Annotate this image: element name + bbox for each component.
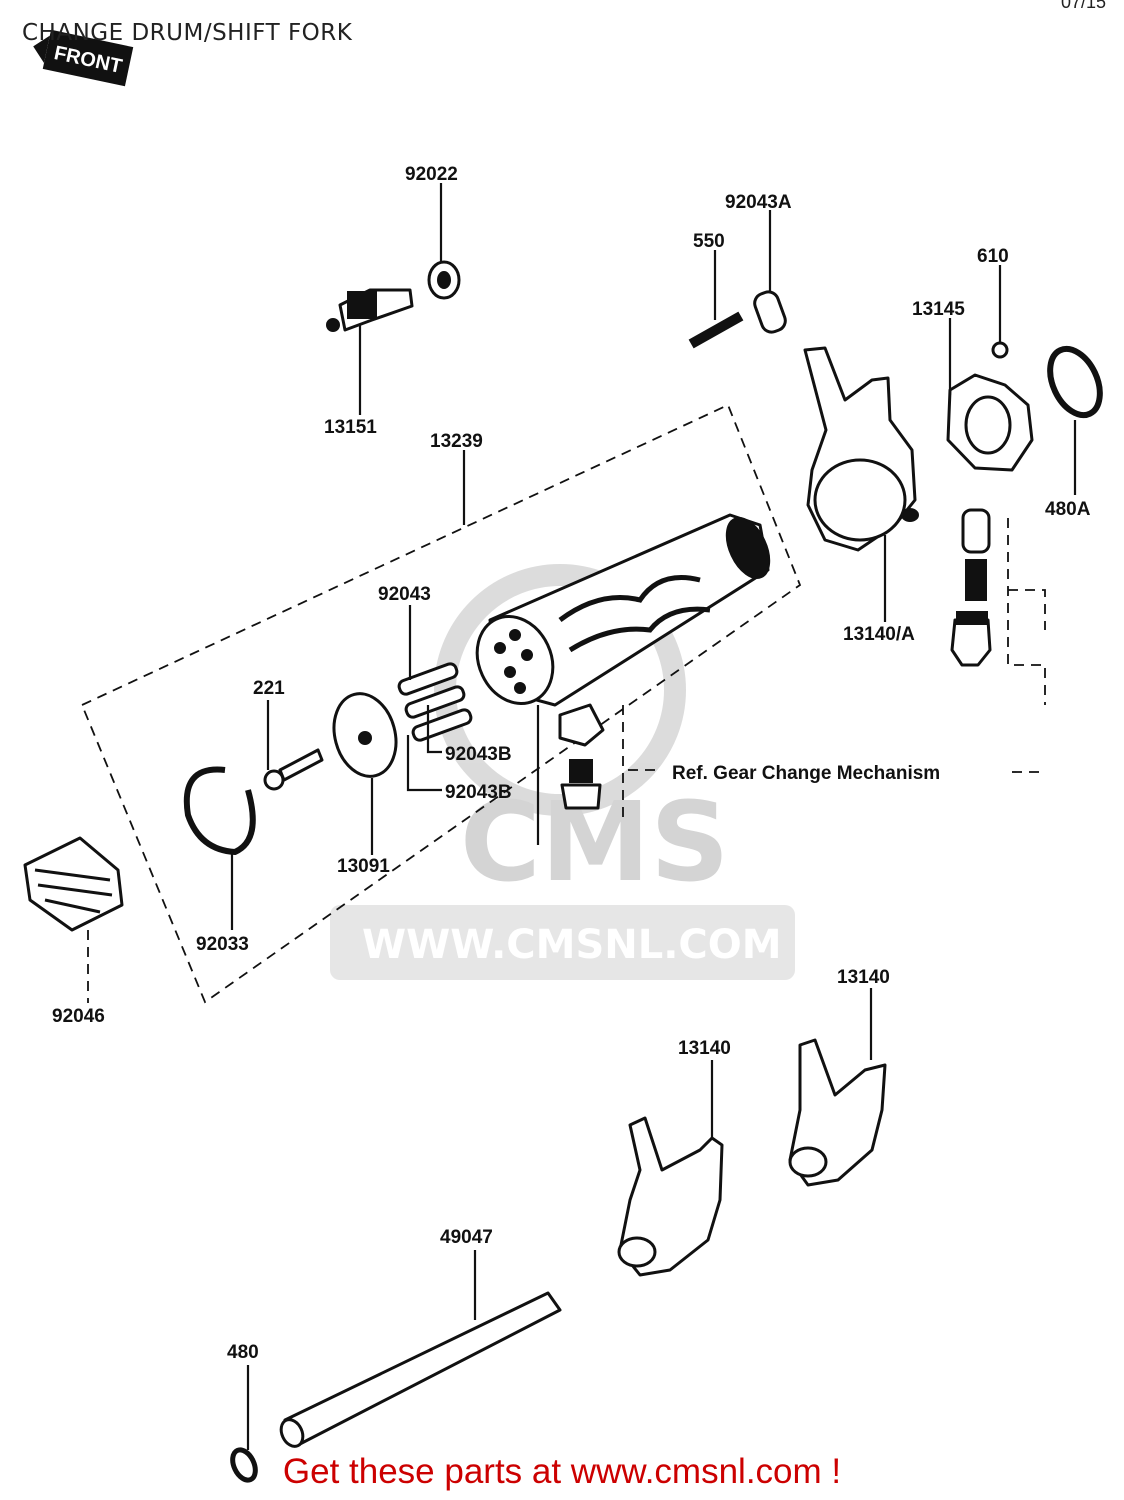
label-92043B-2: 92043B bbox=[445, 782, 512, 803]
ref-bracket-right bbox=[1007, 518, 1046, 705]
label-13145: 13145 bbox=[912, 299, 965, 320]
detent-cam bbox=[558, 703, 605, 747]
part-labels: 92022 13151 13239 92043A 550 610 13145 4… bbox=[52, 164, 1091, 1363]
page-title: CHANGE DRUM/SHIFT FORK bbox=[22, 20, 353, 46]
label-92046: 92046 bbox=[52, 1006, 105, 1027]
detent-plug bbox=[950, 611, 992, 667]
diagram-code: 07/15 bbox=[1060, 0, 1106, 12]
label-49047: 49047 bbox=[440, 1227, 493, 1248]
detent-bolt bbox=[560, 759, 602, 810]
watermark-url: WWW.CMSNL.COM bbox=[362, 922, 782, 968]
detent-pin bbox=[961, 508, 991, 554]
label-ref-gear-change: Ref. Gear Change Mechanism bbox=[672, 763, 940, 784]
detent-spring bbox=[965, 559, 987, 601]
pin-92043A bbox=[753, 290, 787, 334]
screw-221 bbox=[263, 748, 324, 791]
ball-610 bbox=[991, 341, 1009, 359]
label-610: 610 bbox=[977, 246, 1009, 267]
shift-fork-13140-right bbox=[788, 1038, 887, 1187]
label-13091: 13091 bbox=[337, 856, 390, 877]
label-13140-mid: 13140 bbox=[678, 1038, 731, 1059]
label-92022: 92022 bbox=[405, 164, 458, 185]
ref-bracket-mid bbox=[1008, 589, 1046, 630]
front-badge: FRONT bbox=[33, 29, 134, 87]
label-92033: 92033 bbox=[196, 934, 249, 955]
washer-92022 bbox=[427, 260, 461, 300]
label-13239: 13239 bbox=[430, 431, 483, 452]
shift-fork-13140A bbox=[803, 346, 919, 552]
neutral-switch-13151 bbox=[326, 288, 414, 332]
circlip-480 bbox=[230, 1447, 258, 1483]
label-550: 550 bbox=[693, 231, 725, 252]
bearing-92046 bbox=[23, 836, 124, 932]
circlip-480A bbox=[1047, 345, 1103, 419]
change-drum-13239 bbox=[475, 513, 771, 707]
label-13140A: 13140/A bbox=[843, 624, 915, 645]
pin-550 bbox=[688, 311, 744, 349]
label-13151: 13151 bbox=[324, 417, 377, 438]
plate-13145 bbox=[946, 373, 1034, 472]
label-13140-right: 13140 bbox=[837, 967, 890, 988]
shift-fork-13140-mid bbox=[617, 1116, 724, 1277]
pin-plate-13091 bbox=[332, 692, 398, 778]
label-92043: 92043 bbox=[378, 584, 431, 605]
label-221: 221 bbox=[253, 678, 285, 699]
label-92043B-1: 92043B bbox=[445, 744, 512, 765]
label-92043A: 92043A bbox=[725, 192, 792, 213]
drum-assembly-outline bbox=[80, 403, 802, 1004]
label-480A: 480A bbox=[1045, 499, 1091, 520]
circlip-92033 bbox=[183, 766, 256, 856]
shift-rod-49047 bbox=[279, 1291, 562, 1448]
leader-lines bbox=[87, 183, 1077, 1450]
label-480: 480 bbox=[227, 1342, 259, 1363]
footer-promo-text: Get these parts at www.cmsnl.com ! bbox=[282, 1452, 842, 1491]
